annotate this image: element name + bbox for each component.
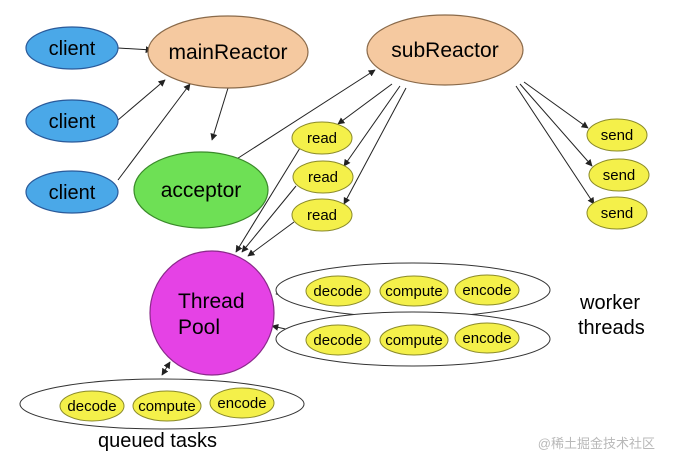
read-node-1: read (291, 121, 353, 155)
client-node-1: client (25, 26, 119, 70)
worker-thread-row-2: decode compute encode (275, 311, 551, 367)
acceptor-label: acceptor (161, 179, 242, 202)
client-node-2: client (25, 99, 119, 143)
send-label: send (601, 205, 634, 222)
edge-read2-pool (241, 185, 297, 253)
send-node-2: send (588, 158, 650, 192)
thread-pool-label-line2: Pool (178, 316, 220, 339)
thread-pool-node: Thread Pool (149, 250, 275, 376)
edge-client3-main (117, 83, 191, 181)
task-label-decode: decode (67, 398, 116, 415)
send-label: send (603, 167, 636, 184)
queued-tasks-row: decode compute encode (19, 378, 305, 430)
sub-reactor-label: subReactor (391, 39, 498, 62)
task-label-compute: compute (138, 398, 196, 415)
send-node-1: send (586, 118, 648, 152)
main-reactor-node: mainReactor (147, 15, 309, 89)
edge-sub-read3 (343, 87, 407, 205)
read-label: read (307, 207, 337, 224)
client-label: client (49, 182, 96, 204)
edge-acceptor-sub (231, 69, 376, 163)
edge-sub-send1 (523, 81, 589, 129)
worker-threads-caption-line2: threads (578, 317, 645, 339)
read-label: read (308, 169, 338, 186)
edge-main-acceptor (210, 87, 229, 141)
task-label-encode: encode (217, 395, 266, 412)
task-label-encode: encode (462, 330, 511, 347)
watermark-text: @稀土掘金技术社区 (538, 436, 655, 451)
read-label: read (307, 130, 337, 147)
task-label-encode: encode (462, 282, 511, 299)
worker-thread-row-1: decode compute encode (275, 262, 551, 318)
edge-sub-read1 (337, 83, 393, 125)
edge-sub-read2 (343, 85, 401, 167)
edge-read3-pool (247, 221, 295, 257)
worker-threads-caption-line1: worker (579, 292, 640, 314)
task-label-compute: compute (385, 283, 443, 300)
client-node-3: client (25, 170, 119, 214)
thread-pool-label-line1: Thread (178, 290, 245, 313)
acceptor-node: acceptor (133, 151, 269, 229)
edge-client2-main (117, 79, 166, 121)
read-node-2: read (292, 160, 354, 194)
read-node-3: read (291, 198, 353, 232)
task-label-compute: compute (385, 332, 443, 349)
send-node-3: send (586, 196, 648, 230)
main-reactor-label: mainReactor (168, 41, 287, 64)
sub-reactor-node: subReactor (366, 14, 524, 86)
queued-tasks-caption: queued tasks (98, 430, 217, 452)
edge-client1-main (117, 46, 153, 54)
task-label-decode: decode (313, 283, 362, 300)
edge-pool-queued (161, 361, 171, 376)
edge-sub-send2 (519, 83, 593, 167)
edges (117, 46, 595, 376)
client-label: client (49, 38, 96, 60)
client-label: client (49, 111, 96, 133)
edge-sub-send3 (515, 85, 595, 205)
task-label-decode: decode (313, 332, 362, 349)
edge-read1-pool (235, 147, 301, 253)
send-label: send (601, 127, 634, 144)
